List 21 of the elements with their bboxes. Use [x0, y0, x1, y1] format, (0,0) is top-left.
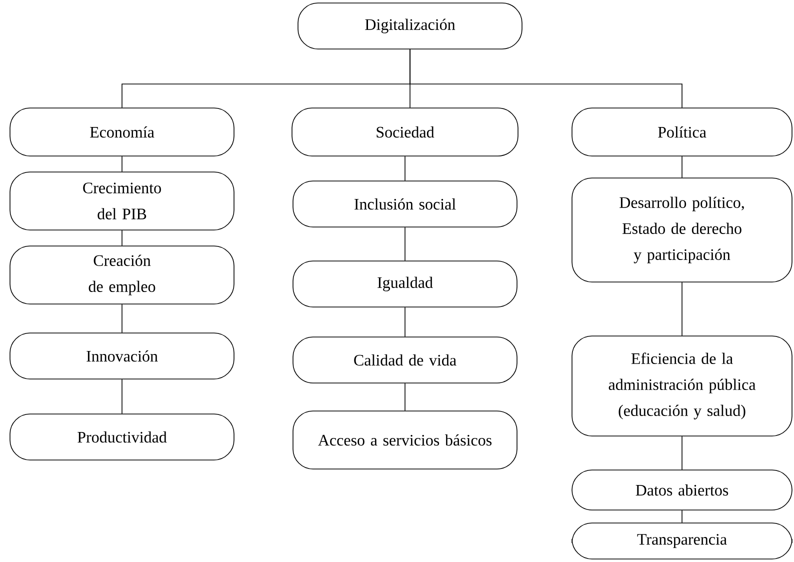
rounded-box: Transparencia — [572, 522, 792, 560]
rounded-box: Política — [572, 108, 792, 156]
rounded-box: Igualdad — [292, 260, 518, 308]
rounded-box: Crecimiento del PIB — [10, 172, 234, 230]
rounded-box: Productividad — [10, 414, 234, 460]
rounded-box: Calidad de vida — [292, 336, 518, 384]
connector-line — [404, 307, 406, 337]
rounded-box: Datos abiertos — [572, 470, 792, 510]
connector-line — [410, 49, 682, 108]
rounded-box: Desarrollo político, Estado de derecho y participación — [572, 178, 792, 282]
rounded-box: Eficiencia de la administración pública (educación y salud) — [572, 336, 792, 436]
rounded-box: Digitalización — [298, 2, 522, 50]
rounded-box: Economía — [10, 108, 234, 156]
rounded-box: Inclusión social — [292, 180, 518, 228]
rounded-box: Innovación — [10, 332, 234, 380]
rounded-box: Sociedad — [292, 108, 518, 156]
connector-line — [404, 156, 406, 181]
rounded-box: Creación de empleo — [10, 246, 234, 304]
connector-line — [404, 227, 406, 261]
rounded-box: Acceso a servicios básicos — [292, 410, 518, 470]
connector-line — [404, 383, 406, 411]
